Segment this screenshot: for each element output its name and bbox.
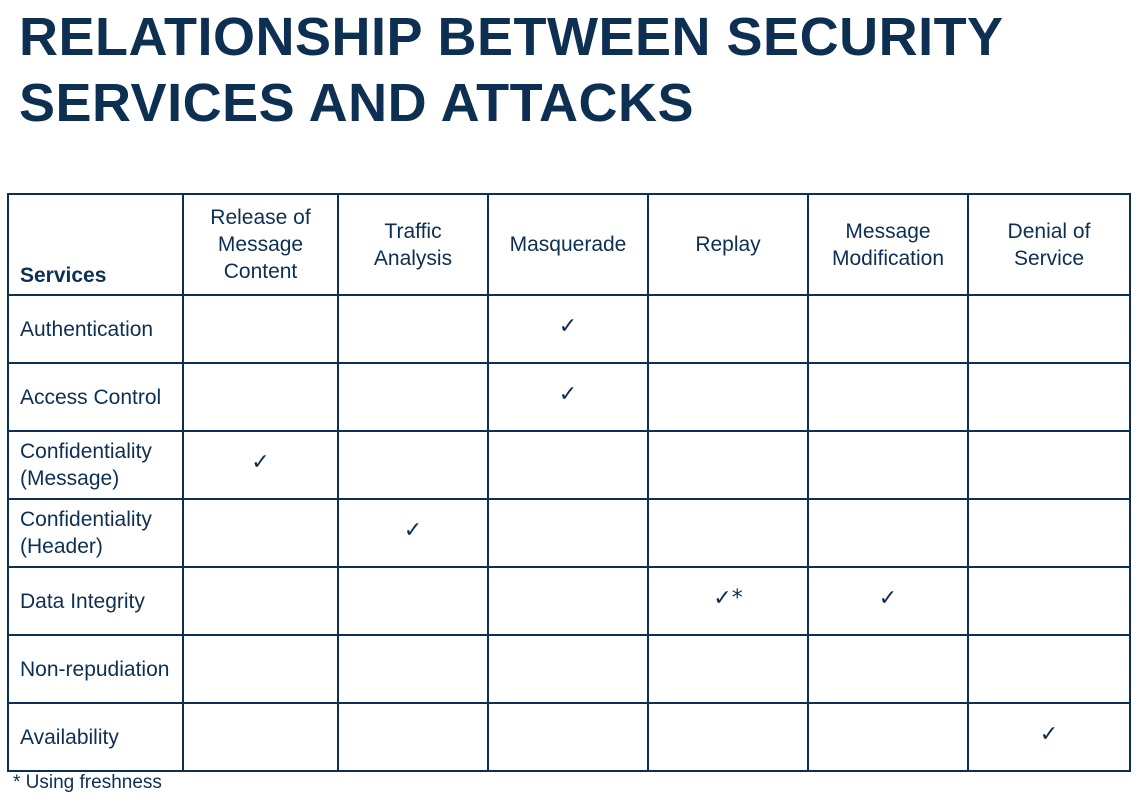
check-mark: ✓: [558, 382, 578, 407]
matrix-cell: ✓: [337, 498, 489, 568]
table-row: Authentication ✓: [7, 294, 1131, 364]
matrix-cell: [647, 634, 809, 704]
check-mark: ✓: [403, 518, 423, 543]
matrix-cell: [967, 566, 1131, 636]
matrix-cell: [487, 430, 649, 500]
matrix-cell: [182, 294, 339, 364]
matrix-cell: [647, 702, 809, 772]
matrix-cell: ✓: [487, 362, 649, 432]
matrix-cell: [807, 702, 969, 772]
matrix-cell: [647, 362, 809, 432]
matrix-cell: [807, 294, 969, 364]
matrix-cell: ✓: [182, 430, 339, 500]
service-label: Confidentiality (Header): [7, 498, 184, 568]
check-mark: ✓: [1039, 722, 1059, 747]
matrix-cell: [807, 362, 969, 432]
matrix-cell: [647, 430, 809, 500]
matrix-cell: [807, 430, 969, 500]
attack-column-header: Denial of Service: [967, 193, 1131, 296]
service-label: Access Control: [7, 362, 184, 432]
attack-column-header: Traffic Analysis: [337, 193, 489, 296]
services-attacks-table: Services Release of Message Content Traf…: [7, 193, 1131, 772]
matrix-cell: [182, 362, 339, 432]
table-row: Access Control ✓: [7, 362, 1131, 432]
matrix-cell: ✓: [807, 566, 969, 636]
table-row: Non-repudiation: [7, 634, 1131, 704]
table-row: Data Integrity ✓* ✓: [7, 566, 1131, 636]
matrix-cell: [337, 294, 489, 364]
page-title-line-1: RELATIONSHIP BETWEEN SECURITY: [19, 7, 1004, 67]
matrix-cell: [182, 702, 339, 772]
matrix-cell: [182, 498, 339, 568]
matrix-cell: [807, 634, 969, 704]
matrix-cell: [967, 294, 1131, 364]
matrix-cell: [647, 498, 809, 568]
service-label: Availability: [7, 702, 184, 772]
table-header-row: Services Release of Message Content Traf…: [7, 193, 1131, 296]
matrix-cell: ✓: [967, 702, 1131, 772]
table-row: Confidentiality (Header) ✓: [7, 498, 1131, 568]
matrix-cell: [967, 362, 1131, 432]
matrix-cell: ✓*: [647, 566, 809, 636]
check-mark: ✓: [558, 314, 578, 339]
attack-column-header: Release of Message Content: [182, 193, 339, 296]
matrix-cell: [807, 498, 969, 568]
check-mark: ✓: [878, 586, 898, 611]
matrix-cell: ✓: [487, 294, 649, 364]
page-title-line-2: SERVICES AND ATTACKS: [19, 73, 695, 133]
attack-column-header: Masquerade: [487, 193, 649, 296]
check-mark: ✓*: [713, 586, 743, 611]
matrix-cell: [487, 498, 649, 568]
matrix-cell: [337, 566, 489, 636]
table-row: Availability ✓: [7, 702, 1131, 772]
matrix-cell: [487, 566, 649, 636]
service-label: Data Integrity: [7, 566, 184, 636]
matrix-cell: [337, 634, 489, 704]
attack-column-header: Message Modification: [807, 193, 969, 296]
check-mark: ✓: [251, 450, 270, 475]
footnote: * Using freshness: [13, 772, 162, 793]
page-title: RELATIONSHIP BETWEEN SECURITY SERVICES A…: [19, 4, 1119, 136]
attack-column-header: Replay: [647, 193, 809, 296]
matrix-cell: [487, 634, 649, 704]
service-label: Confidentiality (Message): [7, 430, 184, 500]
matrix-cell: [337, 430, 489, 500]
matrix-cell: [337, 362, 489, 432]
matrix-cell: [967, 430, 1131, 500]
matrix-cell: [182, 566, 339, 636]
matrix-cell: [487, 702, 649, 772]
table-row: Confidentiality (Message) ✓: [7, 430, 1131, 500]
matrix-cell: [182, 634, 339, 704]
service-label: Authentication: [7, 294, 184, 364]
matrix-cell: [967, 498, 1131, 568]
matrix-cell: [967, 634, 1131, 704]
services-column-header: Services: [7, 193, 184, 296]
service-label: Non-repudiation: [7, 634, 184, 704]
matrix-cell: [647, 294, 809, 364]
matrix-cell: [337, 702, 489, 772]
